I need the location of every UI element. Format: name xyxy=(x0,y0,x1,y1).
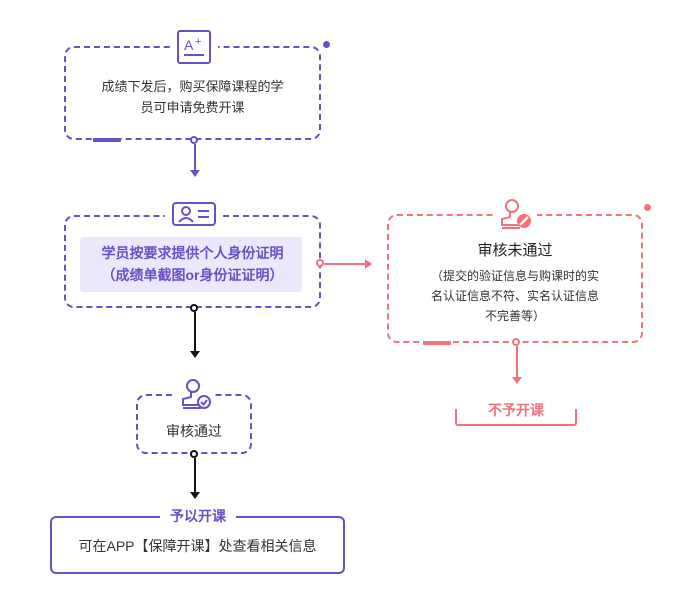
review-failed-reason-line1: （提交的验证信息与购课时的实 xyxy=(430,269,599,283)
arrow-head xyxy=(190,351,200,358)
corner-dot xyxy=(644,204,651,211)
grade-card-icon: A + xyxy=(170,28,218,66)
connector-ring xyxy=(190,136,198,144)
connector-ring xyxy=(190,450,198,458)
arrow-head xyxy=(190,170,200,177)
connector-line xyxy=(194,144,196,172)
connector-line xyxy=(516,346,518,378)
review-failed-box xyxy=(387,214,643,343)
accent-bar xyxy=(423,341,451,345)
reject-tag: 不予开课 xyxy=(476,400,556,420)
connector-ring xyxy=(512,338,520,346)
arrow-head xyxy=(190,492,200,499)
review-failed-reason-line3: 不完善等） xyxy=(484,309,545,323)
arrow-head xyxy=(365,259,372,269)
id-card-icon xyxy=(165,198,223,230)
stamp-forbidden-icon xyxy=(493,196,537,232)
svg-text:+: + xyxy=(195,36,201,48)
step-submit-id-line1: 学员按要求提供个人身份证明 xyxy=(101,245,284,261)
connector-ring xyxy=(316,259,324,267)
step-apply-text-line1: 成绩下发后，购买保障课程的学 xyxy=(101,79,284,94)
review-failed-title: 审核未通过 xyxy=(477,242,553,259)
step-submit-id-line2: （成绩单截图or身份证证明） xyxy=(101,267,284,283)
stamp-check-icon xyxy=(175,376,215,412)
review-passed-label: 审核通过 xyxy=(166,423,222,439)
final-text: 可在APP【保障开课】处查看相关信息 xyxy=(78,538,317,554)
final-tag: 予以开课 xyxy=(160,506,236,526)
connector-ring xyxy=(190,304,198,312)
accent-bar xyxy=(93,138,121,142)
review-failed-reason-line2: 名认证信息不符、实名认证信息 xyxy=(430,289,599,303)
arrow-head xyxy=(512,377,522,384)
connector-line xyxy=(194,458,196,494)
highlight-panel xyxy=(80,237,302,292)
step-apply-text-line2: 员可申请免费开课 xyxy=(140,100,245,115)
reject-bracket xyxy=(455,409,577,426)
svg-text:A: A xyxy=(184,37,194,53)
connector-line xyxy=(194,312,196,352)
connector-line xyxy=(324,263,366,265)
corner-dot xyxy=(323,41,330,48)
